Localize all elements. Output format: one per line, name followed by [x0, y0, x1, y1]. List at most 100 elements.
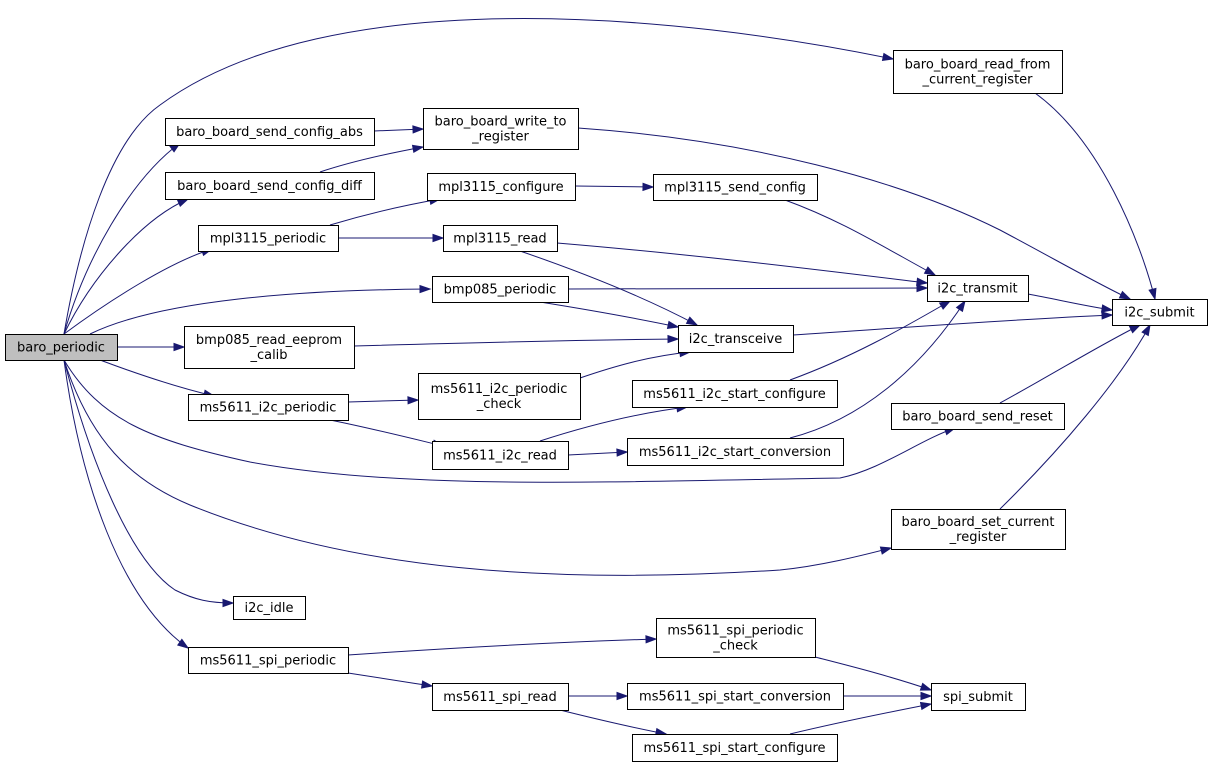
node-baro-board-read-from-current-register[interactable]: baro_board_read_from_current_register [893, 50, 1063, 94]
node-box [423, 108, 579, 150]
node-bmp085-periodic[interactable]: bmp085_periodic [432, 276, 569, 303]
edge-line [789, 703, 932, 735]
node-baro-periodic[interactable]: baro_periodic [5, 334, 118, 361]
node-box [678, 325, 794, 353]
node-box [165, 172, 375, 200]
node-label: ms5611_i2c_start_configure [643, 387, 825, 402]
edge-line [784, 199, 936, 276]
node-baro-board-send-reset[interactable]: baro_board_send_reset [891, 403, 1065, 430]
node-baro-board-write-to-register[interactable]: baro_board_write_to_register [423, 108, 579, 150]
arrowhead-icon [420, 680, 434, 689]
node-ms5611-spi-start-configure[interactable]: ms5611_spi_start_configure [632, 734, 838, 762]
edge-baro-periodic-to-bmp085-read-eeprom-calib [117, 342, 186, 352]
node-baro-board-send-config-abs[interactable]: baro_board_send_config_abs [165, 118, 375, 146]
node-label: baro_board_read_from [905, 58, 1051, 73]
edge-line [347, 399, 419, 403]
node-box [5, 334, 118, 361]
edge-baro-periodic-to-bmp085-periodic [89, 284, 432, 335]
node-box [184, 326, 355, 369]
node-label: ms5611_spi_periodic [200, 654, 336, 669]
edge-baro-periodic-to-baro-board-send-config-abs [63, 142, 182, 335]
node-box [891, 403, 1065, 430]
edges-layer [63, 18, 1157, 737]
edge-baro-board-set-current-register-to-i2c-submit [999, 323, 1151, 510]
arrowhead-icon [176, 638, 190, 649]
arrowhead-icon [881, 52, 895, 61]
node-ms5611-spi-periodic[interactable]: ms5611_spi_periodic [188, 647, 349, 674]
node-box [931, 683, 1026, 711]
node-box [432, 683, 569, 711]
node-box [432, 441, 569, 470]
node-mpl3115-send-config[interactable]: mpl3115_send_config [653, 174, 818, 201]
edge-line [1034, 92, 1156, 300]
edge-ms5611-spi-read-to-ms5611-spi-start-conversion [568, 691, 629, 701]
node-ms5611-i2c-periodic-check[interactable]: ms5611_i2c_periodic_check [418, 373, 581, 420]
node-label: ms5611_i2c_periodic [431, 382, 568, 397]
edge-baro-board-send-config-abs-to-baro-board-write-to-register [373, 125, 425, 134]
node-ms5611-spi-periodic-check[interactable]: ms5611_spi_periodic_check [656, 618, 816, 658]
node-label: bmp085_periodic [444, 283, 557, 298]
node-label: mpl3115_configure [438, 180, 563, 195]
edge-line [99, 359, 215, 397]
node-i2c-submit[interactable]: i2c_submit [1112, 299, 1208, 326]
edge-ms5611-i2c-periodic-check-to-i2c-transceive [579, 348, 692, 379]
arrowhead-icon [432, 233, 445, 243]
node-label: i2c_transmit [937, 282, 1017, 297]
node-label: ms5611_spi_start_configure [643, 741, 825, 756]
node-baro-board-set-current-register[interactable]: baro_board_set_current_register [891, 509, 1066, 550]
edge-line [63, 359, 956, 483]
edge-ms5611-i2c-start-configure-to-i2c-transmit [789, 300, 952, 381]
node-i2c-transceive[interactable]: i2c_transceive [678, 325, 794, 353]
node-label: ms5611_i2c_read [443, 449, 557, 464]
node-label: i2c_idle [244, 601, 293, 616]
arrowhead-icon [411, 144, 425, 154]
node-label: mpl3115_periodic [210, 232, 326, 247]
node-label: ms5611_i2c_start_conversion [639, 445, 831, 460]
node-box [927, 275, 1029, 302]
edge-baro-periodic-to-baro-board-set-current-register [63, 359, 893, 576]
edge-line [539, 301, 679, 328]
edge-line [792, 314, 1113, 336]
node-box [632, 380, 838, 408]
node-ms5611-spi-start-conversion[interactable]: ms5611_spi_start_conversion [627, 683, 844, 710]
node-box [1112, 299, 1208, 326]
node-ms5611-i2c-periodic[interactable]: ms5611_i2c_periodic [188, 394, 349, 421]
edge-bmp085-periodic-to-i2c-transceive [539, 301, 680, 329]
node-label: mpl3115_read [453, 232, 546, 247]
node-label: ms5611_spi_start_conversion [639, 690, 831, 705]
node-label: baro_board_set_current [901, 515, 1054, 530]
node-mpl3115-configure[interactable]: mpl3115_configure [427, 173, 576, 201]
node-ms5611-i2c-start-conversion[interactable]: ms5611_i2c_start_conversion [627, 438, 844, 466]
node-mpl3115-periodic[interactable]: mpl3115_periodic [198, 225, 339, 252]
arrowhead-icon [1118, 290, 1132, 300]
edge-mpl3115-periodic-to-mpl3115-configure [329, 196, 442, 226]
node-ms5611-i2c-start-configure[interactable]: ms5611_i2c_start_configure [632, 380, 838, 408]
edge-line [789, 300, 966, 439]
node-box [627, 438, 844, 466]
edge-line [319, 146, 424, 173]
node-baro-board-send-config-diff[interactable]: baro_board_send_config_diff [165, 172, 375, 200]
edge-ms5611-spi-periodic-check-to-spi-submit [814, 656, 933, 691]
node-label: baro_board_send_reset [902, 410, 1052, 425]
arrowhead-icon [642, 182, 655, 192]
node-box [891, 509, 1066, 550]
node-ms5611-spi-read[interactable]: ms5611_spi_read [432, 683, 569, 711]
node-ms5611-i2c-read[interactable]: ms5611_i2c_read [432, 441, 569, 470]
arrowhead-icon [955, 299, 966, 313]
edge-ms5611-spi-periodic-to-ms5611-spi-periodic-check [347, 635, 658, 656]
arrowhead-icon [920, 691, 933, 701]
node-i2c-idle[interactable]: i2c_idle [233, 596, 306, 620]
edge-line [353, 338, 679, 347]
edge-mpl3115-send-config-to-i2c-transmit [784, 199, 937, 276]
edge-line [999, 324, 1151, 510]
arrowhead-icon [645, 635, 658, 644]
node-spi-submit[interactable]: spi_submit [931, 683, 1026, 711]
node-i2c-transmit[interactable]: i2c_transmit [927, 275, 1029, 302]
edge-baro-periodic-to-ms5611-spi-periodic [63, 359, 190, 649]
node-label: baro_board_send_config_abs [176, 125, 363, 140]
edge-ms5611-i2c-start-conversion-to-i2c-transmit [789, 299, 966, 439]
node-box [653, 174, 818, 201]
node-mpl3115-read[interactable]: mpl3115_read [443, 225, 558, 252]
node-bmp085-read-eeprom-calib[interactable]: bmp085_read_eeprom_calib [184, 326, 355, 369]
